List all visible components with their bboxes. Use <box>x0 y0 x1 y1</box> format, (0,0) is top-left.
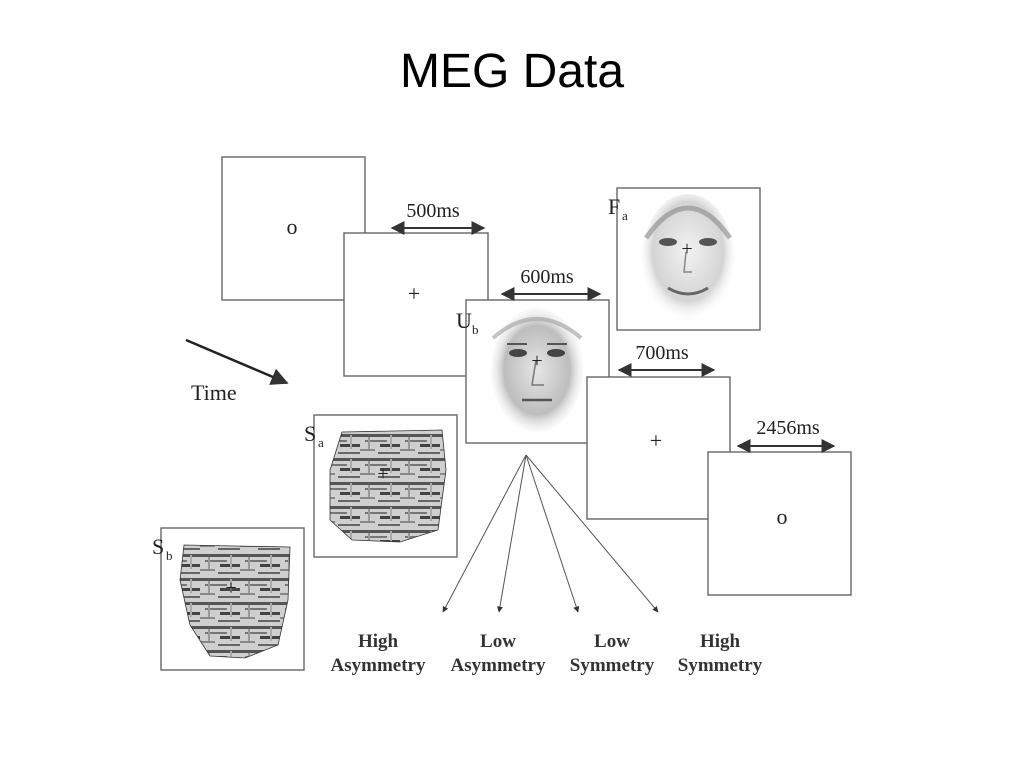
condition-label-line2: Symmetry <box>570 655 655 676</box>
condition-label-line1: High <box>358 631 399 652</box>
svg-text:+: + <box>225 577 236 599</box>
svg-text:+: + <box>531 350 542 372</box>
time-arrow: Time <box>185 338 289 405</box>
condition-branch-arrows <box>442 454 659 613</box>
stimulus-sb-label: S <box>152 534 164 559</box>
scrambled-face-image-b <box>179 544 291 659</box>
stimulus-fa: + F a <box>608 187 761 331</box>
cross-symbol-3: + <box>650 428 662 453</box>
cross-symbol-2: + <box>408 281 420 306</box>
fixation-symbol-4: o <box>777 504 788 529</box>
stimulus-ub-label: U <box>456 308 472 333</box>
condition-low-asymmetry: Low Asymmetry <box>451 631 546 676</box>
duration-700ms: 700ms <box>617 342 716 377</box>
condition-label-line1: Low <box>480 631 516 652</box>
duration-500ms: 500ms <box>390 200 486 235</box>
condition-label-line2: Symmetry <box>678 655 763 676</box>
fixation-frame-1: o <box>221 156 366 301</box>
time-label: Time <box>191 380 237 405</box>
stimulus-ub: + U b <box>456 299 610 444</box>
fixation-symbol-1: o <box>287 214 298 239</box>
duration-2456ms: 2456ms <box>736 417 836 453</box>
stimulus-fa-sub: a <box>622 208 628 223</box>
scrambled-face-image-a <box>329 429 447 543</box>
svg-text:+: + <box>377 463 388 485</box>
stimulus-fa-label: F <box>608 194 620 219</box>
stimulus-sa-label: S <box>304 421 316 446</box>
female-face-image <box>642 194 734 322</box>
stimulus-sb-sub: b <box>166 548 173 563</box>
stimulus-sa: + S a <box>304 414 458 558</box>
stimulus-ub-sub: b <box>472 322 479 337</box>
duration-label-500ms: 500ms <box>406 200 460 222</box>
duration-label-700ms: 700ms <box>635 342 689 364</box>
condition-label-line1: Low <box>594 631 630 652</box>
slide-title: MEG Data <box>399 45 625 98</box>
fixation-frame-4: o <box>707 451 852 596</box>
duration-label-600ms: 600ms <box>520 266 574 288</box>
condition-label-line2: Asymmetry <box>331 655 426 676</box>
duration-600ms: 600ms <box>500 266 602 301</box>
duration-label-2456ms: 2456ms <box>756 417 820 439</box>
condition-low-symmetry: Low Symmetry <box>570 631 655 676</box>
stimulus-sa-sub: a <box>318 435 324 450</box>
svg-text:+: + <box>681 238 692 260</box>
condition-label-line2: Asymmetry <box>451 655 546 676</box>
cross-frame-3: + <box>586 376 731 520</box>
condition-high-asymmetry: High Asymmetry <box>331 631 426 676</box>
male-face-image <box>491 308 583 432</box>
condition-high-symmetry: High Symmetry <box>678 631 763 676</box>
stimulus-sb: + S b <box>152 527 305 671</box>
condition-label-line1: High <box>700 631 741 652</box>
